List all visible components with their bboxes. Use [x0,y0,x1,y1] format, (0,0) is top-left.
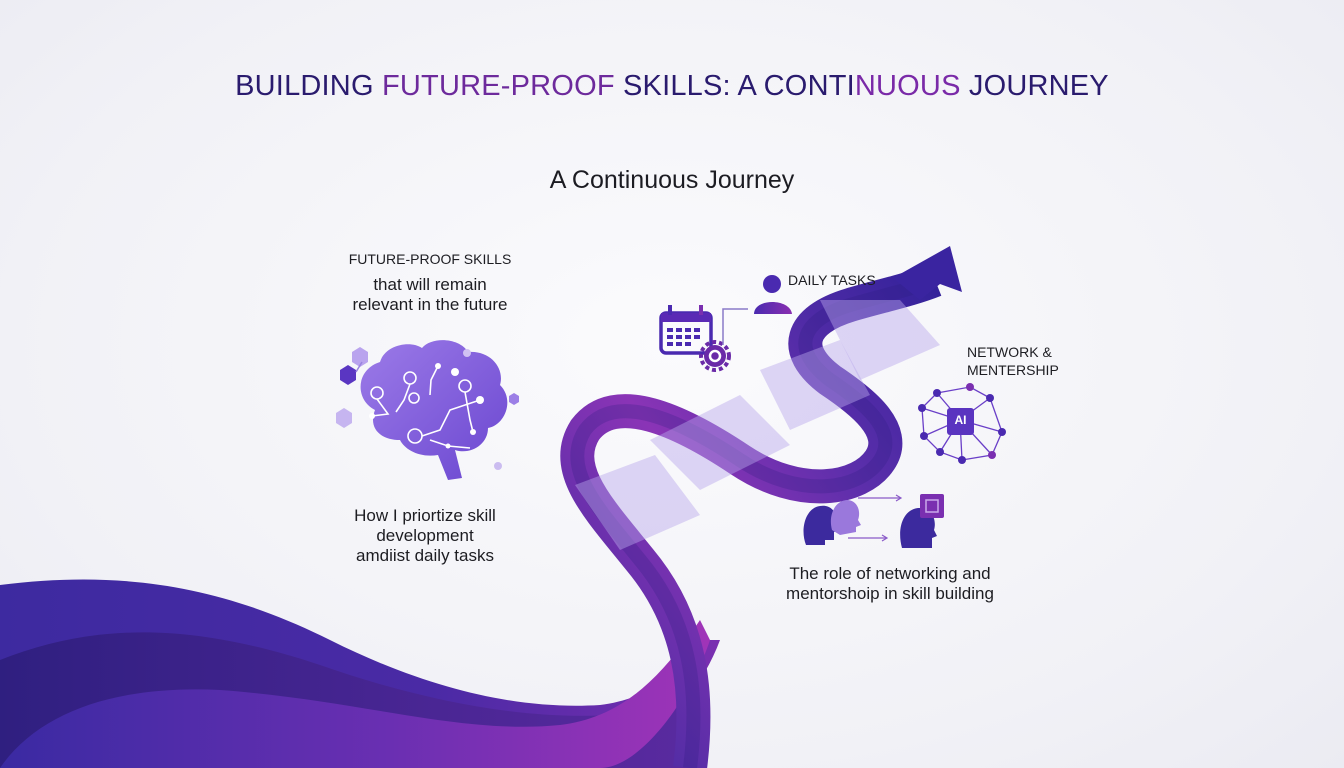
page-subtitle: A Continuous Journey [549,166,795,194]
title-part: BUILDING [235,70,382,102]
prioritize-line3: amdiist daily tasks [356,546,494,565]
title-part-highlight: NUOUS [854,70,961,102]
prioritize-section: How I priortize skill development amdiis… [320,506,530,566]
future-proof-line2: relevant in the future [352,295,508,314]
future-proof-line1: that will remain [373,275,487,294]
network-heading-line2: MENTERSHIP [967,362,1059,378]
title-part: JOURNEY [960,70,1109,102]
title-part-highlight: FUTURE-PROOF [381,70,615,102]
ai-chip-label: AI [954,413,967,427]
network-heading-line1: NETWORK & [967,344,1052,360]
page-title: BUILDING FUTURE-PROOF SKILLS: A CONTINUO… [0,70,1344,103]
future-proof-section: FUTURE-PROOF SKILLS that will remain rel… [320,251,540,315]
mentorship-line1: The role of networking and [789,564,991,583]
mentorship-line2: mentorshoip in skill building [786,584,994,603]
calendar-gear-icon [659,305,748,372]
network-heading: NETWORK & MENTERSHIP [967,343,1059,379]
future-proof-heading: FUTURE-PROOF SKILLS [348,251,512,267]
person-icon [754,275,792,314]
mentor-heads-icon [803,494,944,548]
brain-circuit-icon [336,340,519,480]
daily-tasks-heading: DAILY TASKS [788,272,876,288]
title-part: SKILLS: A CONTI [614,70,855,102]
mentorship-section: The role of networking and mentorshoip i… [770,564,1010,604]
prioritize-line2: development [376,526,474,545]
prioritize-line1: How I priortize skill [354,506,496,525]
